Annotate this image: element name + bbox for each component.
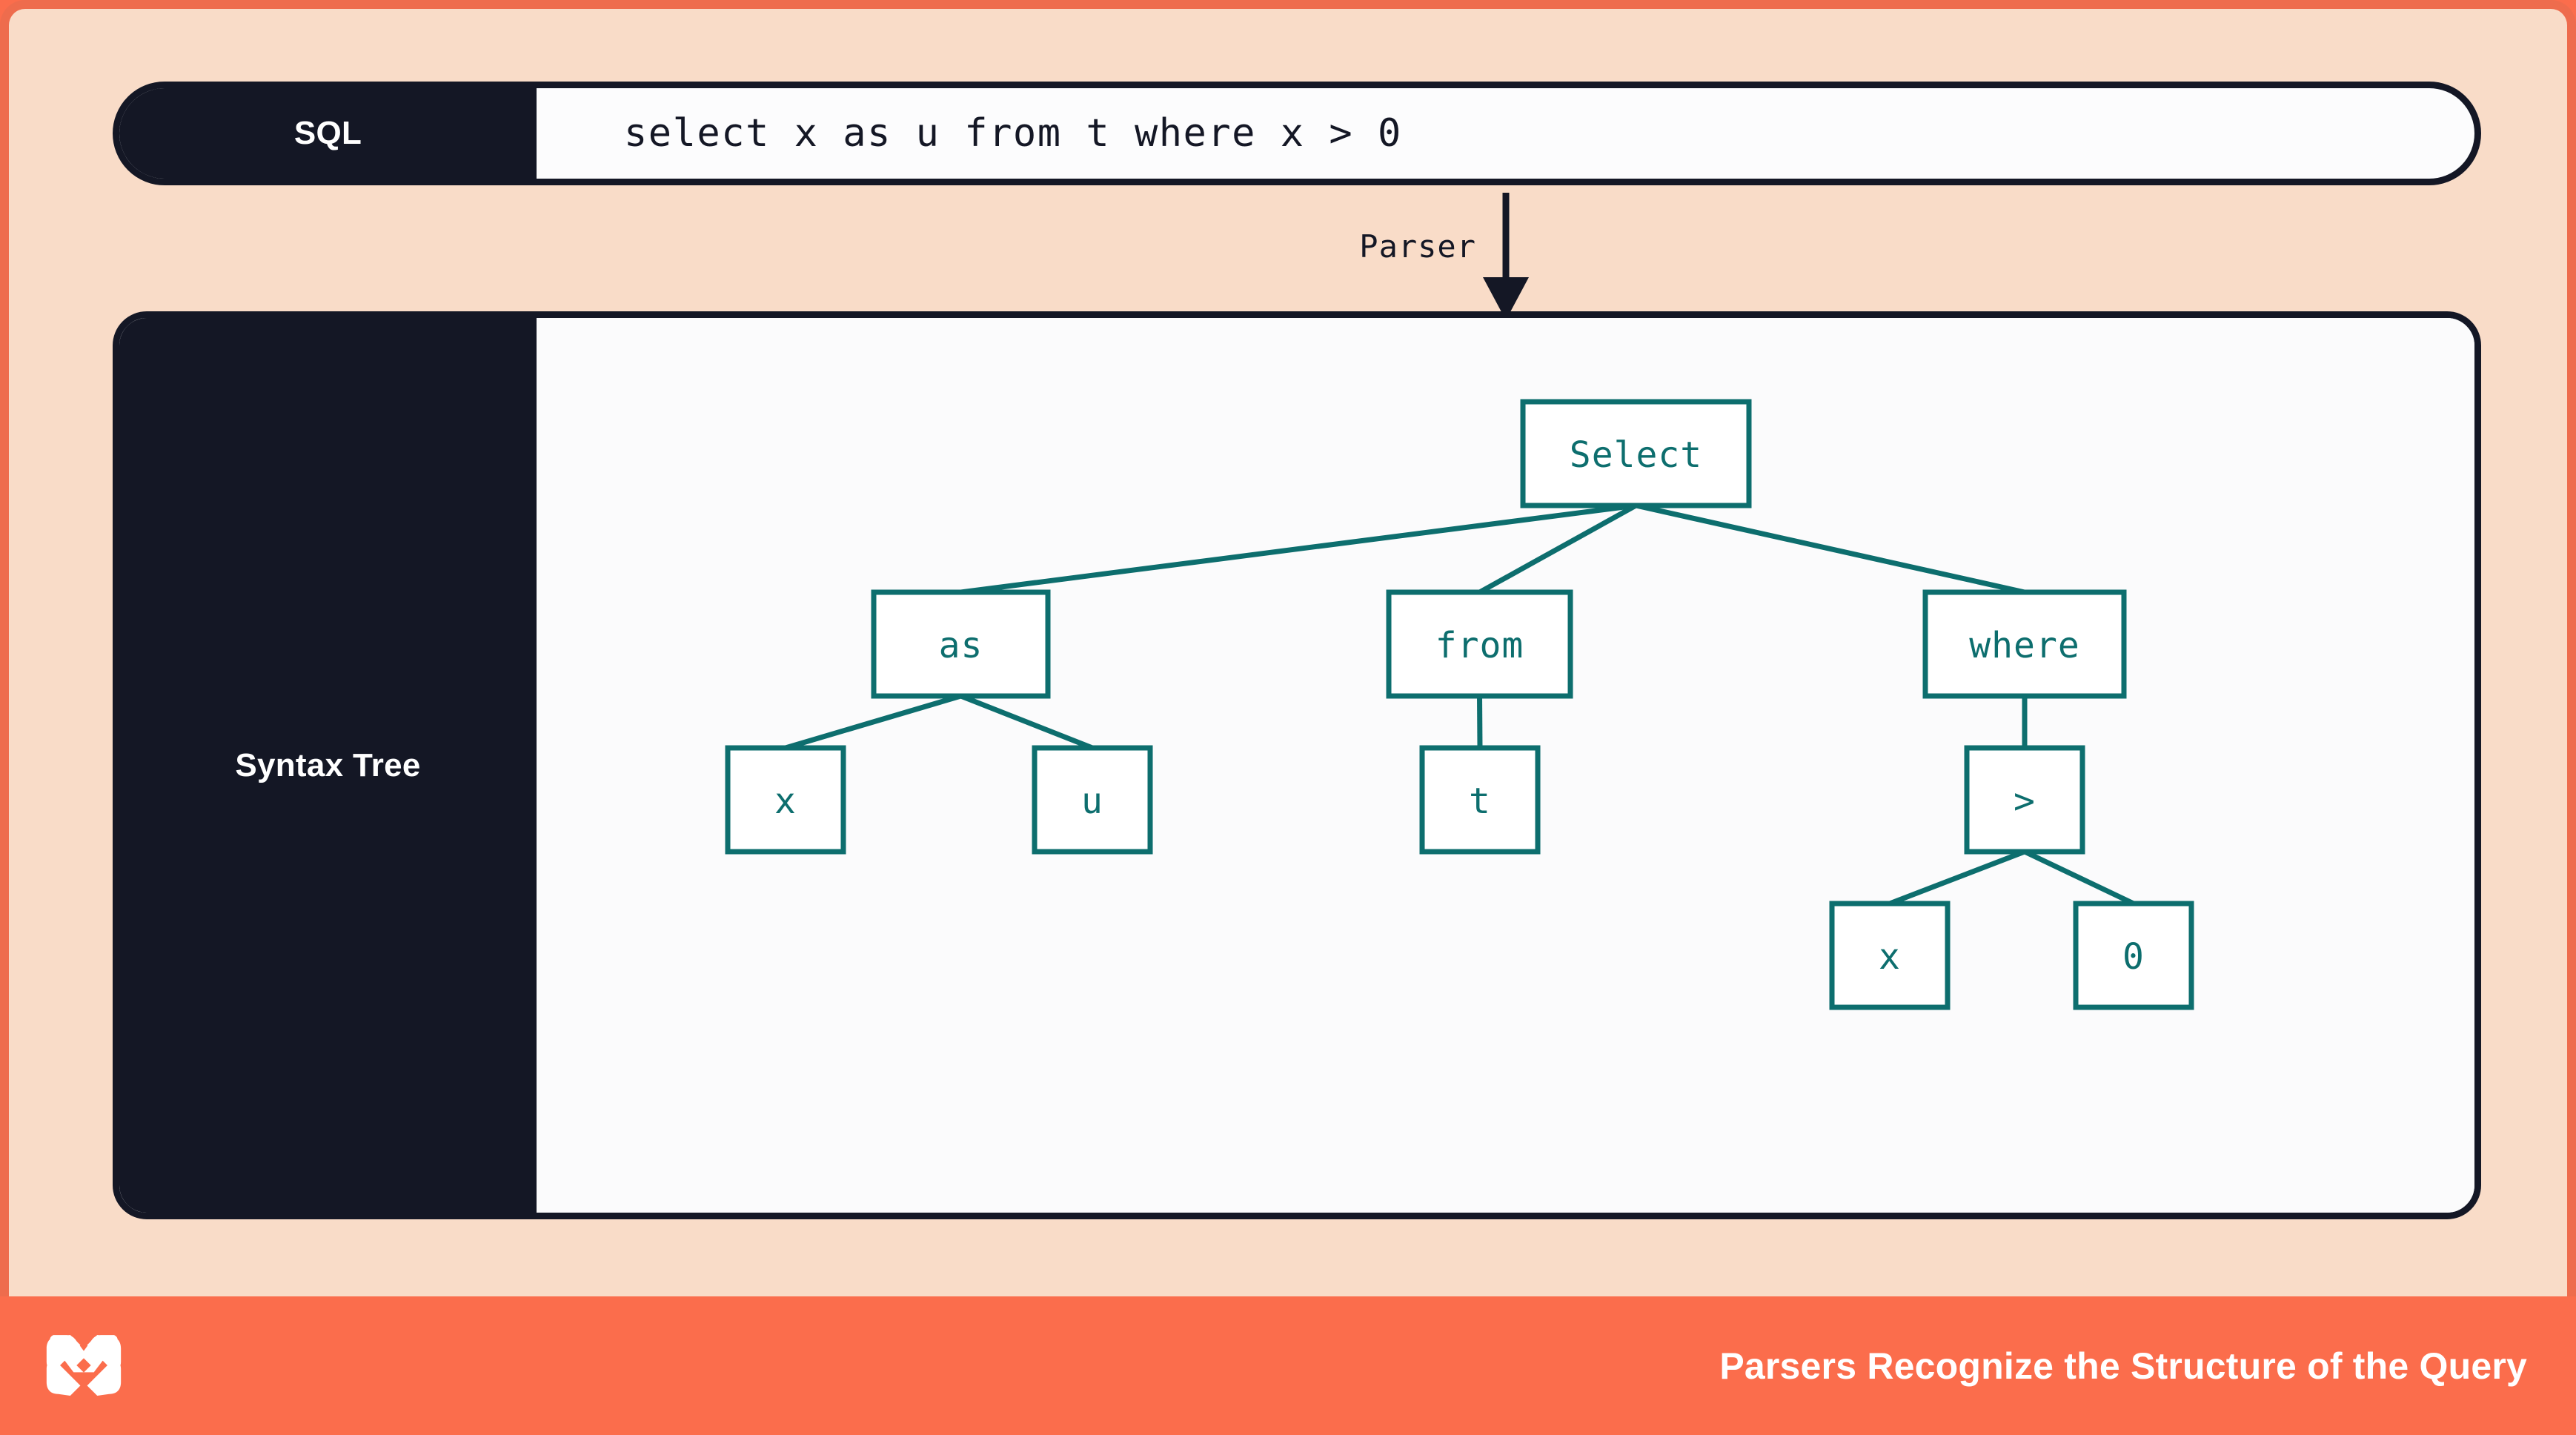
tree-edge: [785, 693, 962, 751]
tree-node-label: x: [1879, 936, 1901, 978]
tree-node[interactable]: x: [1829, 901, 1951, 1010]
tree-node-label: >: [2014, 781, 2036, 822]
tree-node[interactable]: from: [1386, 589, 1573, 699]
tree-node-box: [1032, 745, 1153, 855]
footer-bar: Parsers Recognize the Structure of the Q…: [0, 1296, 2576, 1435]
tree-edge: [1477, 695, 1483, 749]
tree-edge: [960, 693, 1094, 751]
tree-node-box: [2073, 901, 2194, 1010]
syntax-tree-panel: Syntax Tree Select as from where x u t > x 0: [113, 311, 2481, 1219]
parser-transition: Parser: [1269, 193, 1684, 320]
syntax-tree-canvas: Select as from where x u t > x 0: [537, 318, 2474, 1213]
tree-edge: [1635, 503, 2025, 595]
tree-node[interactable]: Select: [1520, 399, 1752, 508]
tree-node[interactable]: x: [725, 745, 846, 855]
tree-node-box: [1520, 399, 1752, 508]
tree-node[interactable]: where: [1922, 589, 2127, 699]
x-mark-logo-icon: [46, 1334, 122, 1396]
tree-node-label: from: [1435, 625, 1524, 666]
tree-node-label: t: [1469, 781, 1491, 822]
tree-node-box: [1922, 589, 2127, 699]
footer-caption: Parsers Recognize the Structure of the Q…: [1719, 1345, 2527, 1387]
tree-edge: [1478, 503, 1638, 595]
tree-node-box: [871, 589, 1051, 699]
sql-input-row: SQL select x as u from t where x > 0: [113, 82, 2481, 185]
tree-edge: [960, 503, 1636, 595]
tree-node[interactable]: as: [871, 589, 1051, 699]
tree-node[interactable]: 0: [2073, 901, 2194, 1010]
tree-node-box: [725, 745, 846, 855]
parser-label: Parser: [1359, 228, 1476, 265]
tree-node-label: where: [1969, 625, 2080, 666]
syntax-tree-label: Syntax Tree: [119, 318, 537, 1213]
tree-node-box: [1386, 589, 1573, 699]
tree-node-label: Select: [1570, 434, 1702, 476]
syntax-tree-graph: Select as from where x u t > x 0: [725, 399, 2194, 1010]
tree-node[interactable]: u: [1032, 745, 1153, 855]
sql-row-label: SQL: [119, 88, 537, 179]
tree-node-label: 0: [2122, 936, 2145, 978]
sql-query-text[interactable]: select x as u from t where x > 0: [624, 111, 1402, 156]
tree-edge: [1888, 849, 2026, 907]
tree-node-label: u: [1081, 781, 1103, 822]
tree-node-box: [1829, 901, 1951, 1010]
content-canvas: SQL select x as u from t where x > 0 Par…: [0, 0, 2576, 1296]
tree-node-label: as: [939, 625, 983, 666]
tree-node-label: x: [774, 781, 797, 822]
tree-node-box: [1419, 745, 1541, 855]
tree-node[interactable]: >: [1964, 745, 2085, 855]
arrow-down-icon: [1483, 193, 1529, 320]
tree-node[interactable]: t: [1419, 745, 1541, 855]
tree-node-box: [1964, 745, 2085, 855]
tree-edge: [2023, 849, 2135, 907]
